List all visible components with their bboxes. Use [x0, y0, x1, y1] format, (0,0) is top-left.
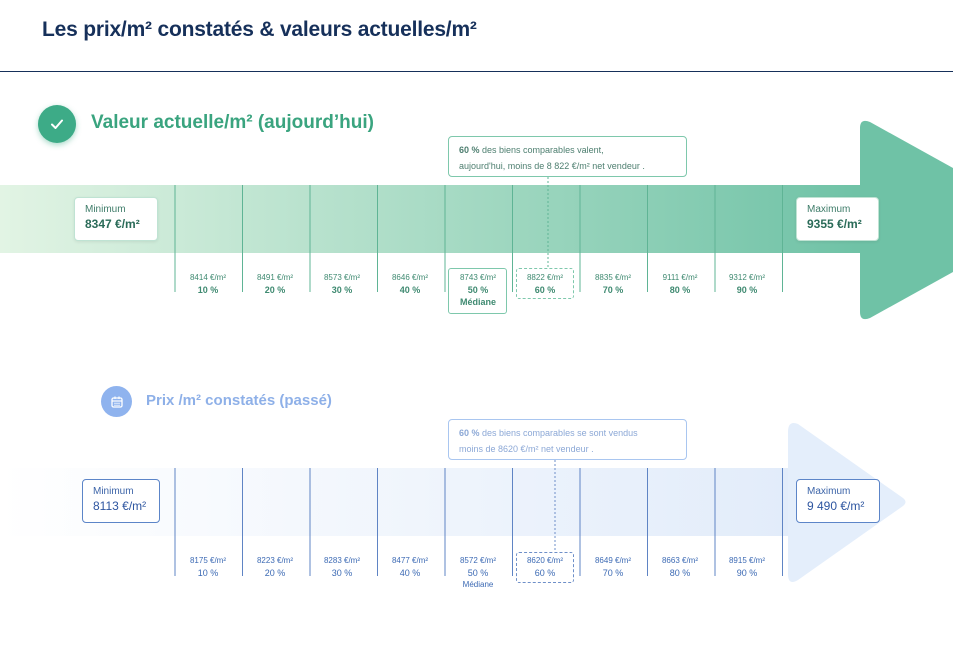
past-maximum-value: 9 490 €/m²: [807, 499, 865, 513]
decile-pct: 80 %: [669, 568, 691, 578]
current-section-title: Valeur actuelle/m² (aujourd’hui): [91, 112, 374, 133]
current-maximum-label: Maximum: [807, 204, 851, 215]
decile-pct: 80 %: [669, 285, 691, 295]
current-decile-80: 9111 €/m² 80 %: [650, 272, 710, 296]
current-value-section: Valeur actuelle/m² (aujourd’hui) 60 % de…: [0, 100, 953, 340]
past-minimum-label: Minimum: [93, 486, 134, 497]
current-minimum-value: 8347 €/m²: [85, 217, 140, 231]
decile-pct: 30 %: [331, 285, 353, 295]
current-decile-60: 8822 €/m² 60 %: [515, 272, 575, 296]
decile-pct: 50 %: [467, 568, 489, 578]
past-prices-section: Prix /m² constatés (passé) 60 % des bien…: [0, 380, 953, 620]
decile-value: 8491 €/m²: [256, 273, 294, 282]
page-title: Les prix/m² constatés & valeurs actuelle…: [42, 18, 477, 41]
decile-value: 8477 €/m²: [391, 556, 429, 565]
past-callout-line1: des biens comparables se sont vendus: [479, 428, 638, 438]
decile-value: 8743 €/m²: [459, 273, 497, 282]
decile-value: 8835 €/m²: [594, 273, 632, 282]
current-decile-70: 8835 €/m² 70 %: [583, 272, 643, 296]
past-maximum-label: Maximum: [807, 486, 851, 497]
decile-value: 8620 €/m²: [526, 556, 564, 565]
decile-value: 8572 €/m²: [459, 556, 497, 565]
past-decile-80: 8663 €/m² 80 %: [650, 555, 710, 579]
past-callout-bold: 60 %: [459, 428, 480, 438]
check-icon: [38, 105, 76, 143]
past-decile-90: 8915 €/m² 90 %: [717, 555, 777, 579]
past-minimum-value: 8113 €/m²: [93, 499, 147, 513]
current-decile-10: 8414 €/m² 10 %: [178, 272, 238, 296]
past-decile-20: 8223 €/m² 20 %: [245, 555, 305, 579]
past-highlight-box: [516, 552, 574, 583]
current-maximum-box: Maximum 9355 €/m²: [796, 197, 879, 241]
decile-pct: 60 %: [534, 568, 556, 578]
past-maximum-box: Maximum 9 490 €/m²: [796, 479, 880, 523]
calendar-icon: [101, 386, 132, 417]
past-decile-50: 8572 €/m² 50 % Médiane: [448, 555, 508, 591]
decile-pct: 40 %: [399, 285, 421, 295]
current-decile-40: 8646 €/m² 40 %: [380, 272, 440, 296]
current-minimum-box: Minimum 8347 €/m²: [74, 197, 158, 241]
decile-pct: 20 %: [264, 568, 286, 578]
current-callout-bold: 60 %: [459, 145, 480, 155]
decile-value: 8223 €/m²: [256, 556, 294, 565]
past-minimum-box: Minimum 8113 €/m²: [82, 479, 160, 523]
past-callout: 60 % des biens comparables se sont vendu…: [448, 419, 687, 460]
decile-pct: 20 %: [264, 285, 286, 295]
decile-value: 8646 €/m²: [391, 273, 429, 282]
past-decile-70: 8649 €/m² 70 %: [583, 555, 643, 579]
current-callout-line2: aujourd'hui, moins de 8 822 €/m² net ven…: [459, 161, 645, 171]
current-decile-20: 8491 €/m² 20 %: [245, 272, 305, 296]
decile-value: 9111 €/m²: [662, 273, 698, 282]
past-callout-line2: moins de 8620 €/m² net vendeur .: [459, 444, 594, 454]
past-decile-10: 8175 €/m² 10 %: [178, 555, 238, 579]
decile-pct: 90 %: [736, 285, 758, 295]
decile-pct: 70 %: [602, 285, 624, 295]
decile-value: 8283 €/m²: [323, 556, 361, 565]
decile-value: 8822 €/m²: [526, 273, 564, 282]
current-highlight-box: [516, 268, 574, 299]
decile-pct: 60 %: [534, 285, 556, 295]
current-maximum-value: 9355 €/m²: [807, 217, 862, 231]
current-callout: 60 % des biens comparables valent, aujou…: [448, 136, 687, 177]
decile-value: 8915 €/m²: [728, 556, 766, 565]
decile-pct: 70 %: [602, 568, 624, 578]
current-decile-ticks: [174, 185, 783, 292]
decile-value: 8414 €/m²: [189, 273, 227, 282]
past-decile-60: 8620 €/m² 60 %: [515, 555, 575, 579]
current-decile-30: 8573 €/m² 30 %: [312, 272, 372, 296]
decile-pct: 50 %: [467, 285, 489, 295]
decile-value: 8175 €/m²: [189, 556, 227, 565]
past-decile-40: 8477 €/m² 40 %: [380, 555, 440, 579]
decile-value: 8663 €/m²: [661, 556, 699, 565]
current-decile-90: 9312 €/m² 90 %: [717, 272, 777, 296]
current-arrow-head: [860, 120, 953, 320]
past-section-title: Prix /m² constatés (passé): [146, 392, 332, 409]
current-median-box: [448, 268, 507, 314]
current-callout-line1: des biens comparables valent,: [479, 145, 604, 155]
decile-pct: 10 %: [197, 285, 219, 295]
decile-pct: 30 %: [331, 568, 353, 578]
past-decile-ticks: [174, 468, 783, 576]
decile-value: 8649 €/m²: [594, 556, 632, 565]
title-divider: [0, 71, 953, 72]
decile-value: 9312 €/m²: [728, 273, 766, 282]
decile-pct: 90 %: [736, 568, 758, 578]
decile-pct: 10 %: [197, 568, 219, 578]
median-label: Médiane: [462, 580, 494, 589]
current-decile-50: 8743 €/m² 50 % Médiane: [448, 272, 508, 308]
decile-pct: 40 %: [399, 568, 421, 578]
median-label: Médiane: [459, 297, 496, 307]
past-decile-30: 8283 €/m² 30 %: [312, 555, 372, 579]
current-minimum-label: Minimum: [85, 204, 126, 215]
decile-value: 8573 €/m²: [323, 273, 361, 282]
